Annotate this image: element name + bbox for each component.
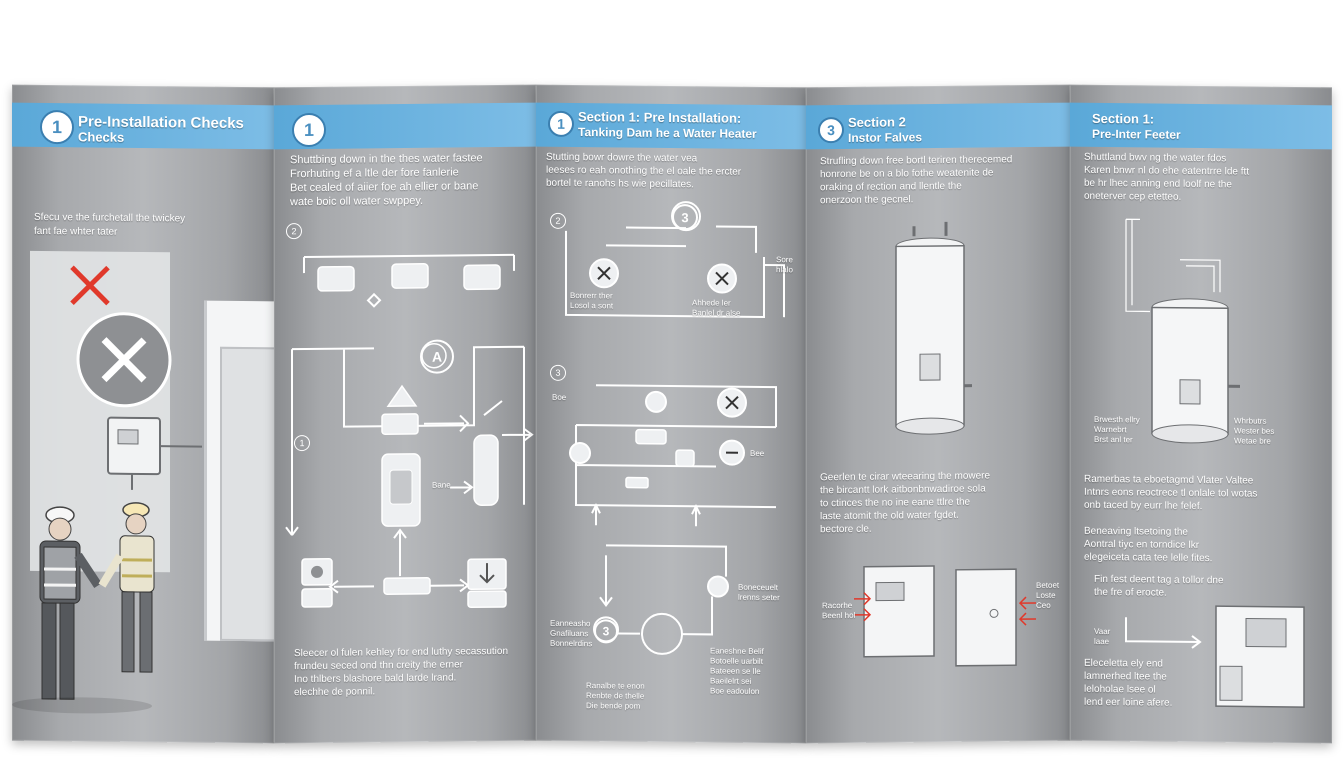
diagram-label: Boe bbox=[552, 392, 567, 402]
step-badge: 3 bbox=[594, 619, 618, 644]
panel-body-mid2: Beneaving ltsetoing the Aontral tiyc en … bbox=[1084, 525, 1213, 565]
panel-body-mid: Ramerbas ta eboetagmd Vlater Valtee Intn… bbox=[1084, 473, 1258, 513]
diagram-label: Bonrerr ther Losol a sont bbox=[570, 290, 614, 311]
panel-4: 3 Section 2 Instor Falves Strufling down… bbox=[806, 84, 1070, 744]
step-marker: 2 bbox=[550, 212, 566, 229]
panel-body-mid3: Fin fest deent tag a tollor dne the fre … bbox=[1094, 573, 1224, 599]
diagram-label: Sore hlalo bbox=[776, 255, 793, 275]
diagram-label: Whrbutrs Wester bes Wetae bre bbox=[1234, 416, 1275, 446]
panel-3: 1 Section 1: Pre Installation: Tanking D… bbox=[536, 84, 806, 744]
panel-5-illustration bbox=[1125, 218, 1305, 708]
panel-body-mid: Geerlen te cirar wteearing the mowere th… bbox=[820, 470, 991, 536]
panel-5: Section 1: Pre-Inter Feeter Shuttland bw… bbox=[1070, 84, 1332, 744]
diagram-label: Ahhede ler Banlel dr alse bbox=[692, 298, 741, 318]
panel-1-illustration bbox=[12, 265, 202, 714]
diagram-label: Betoet Loste Ceo bbox=[1036, 580, 1060, 610]
diagram-label: Racorhe Beenl hol bbox=[822, 600, 856, 621]
worker-right-icon bbox=[98, 502, 155, 673]
diagram-label: Brwesth ellry Warnebrt Brst anl ter bbox=[1094, 414, 1140, 445]
no-entry-icon bbox=[76, 312, 172, 408]
diagram-label: Vaar laae bbox=[1094, 626, 1111, 647]
valve-icon bbox=[317, 263, 501, 292]
callout-badge: A bbox=[420, 339, 454, 374]
control-box-icon bbox=[854, 565, 1036, 667]
heater-unit-icon bbox=[107, 416, 202, 490]
diagram-label: Bee bbox=[750, 448, 765, 458]
step-badge: 3 bbox=[672, 204, 698, 231]
diagram-label: Boneceuelt lrenns seter bbox=[738, 582, 780, 603]
water-heater-icon bbox=[895, 221, 972, 435]
step-marker: 2 bbox=[286, 223, 302, 240]
panel-2-diagram bbox=[285, 253, 534, 609]
worker-left-icon bbox=[39, 506, 102, 700]
panel-2: 1 Shuttbing down in the thes water faste… bbox=[274, 84, 536, 744]
step-marker: 1 bbox=[294, 434, 310, 452]
diagram-label: Ranalbe te enon Renbte de thelle Die ben… bbox=[586, 681, 645, 711]
step-marker: 3 bbox=[550, 364, 566, 381]
panel-1: 1 Pre-Installation Checks Checks Sfecu v… bbox=[12, 84, 274, 744]
diagram-label: Eanneasho Gnafiluans Bonnelrdins bbox=[550, 618, 593, 649]
panel-body-bottom: Sleecer ol fulen kehley for end luthy se… bbox=[294, 645, 509, 699]
red-x-icon bbox=[70, 265, 110, 306]
panel-4-illustration bbox=[854, 221, 1036, 667]
panel-3-diagram bbox=[565, 201, 785, 655]
cabinet-icon bbox=[1215, 605, 1305, 708]
valve-icon bbox=[589, 258, 737, 294]
panel-body-bottom: Eleceletta ely end lamnerhed ltee the le… bbox=[1084, 657, 1173, 709]
diagram-label: Eaneshne Belif Botoelle uarbilt Bateeen … bbox=[710, 646, 764, 696]
water-heater-icon bbox=[1151, 298, 1240, 444]
diagram-label: Bane bbox=[432, 480, 451, 490]
